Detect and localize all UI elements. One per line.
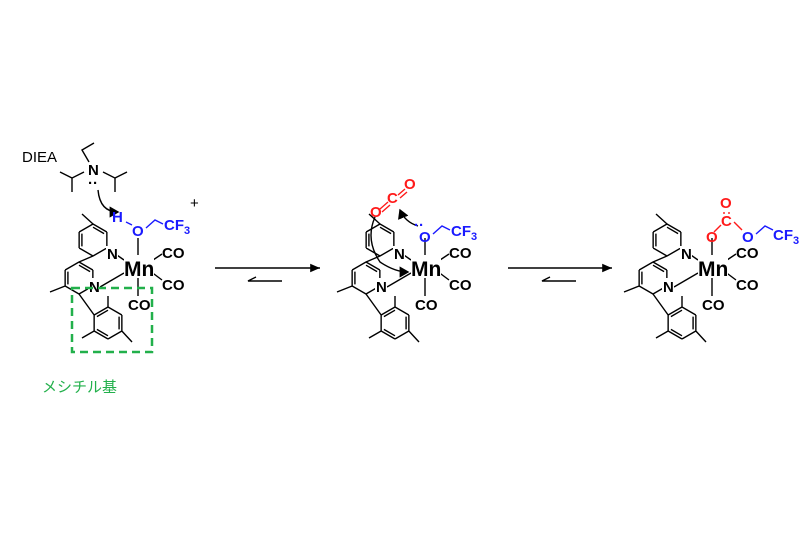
alkoxide-oxygen: O: [419, 229, 431, 246]
carbonyl-ligand-1: CO: [162, 245, 185, 262]
pyridine-nitrogen-lower: N: [376, 279, 387, 296]
lone-pair: ··: [88, 175, 98, 192]
co2-oxygen-1: O: [370, 204, 382, 221]
mesityl-highlight-box: [70, 286, 154, 354]
mesityl-label: メシチル基: [42, 378, 117, 396]
carbonate-group: O C O O CF3: [706, 195, 799, 247]
manganese-center: Mn: [411, 258, 441, 281]
ligand-bonds: [623, 213, 737, 343]
carbonyl-ligand-3: CO: [702, 297, 725, 314]
pyridine-nitrogen-upper: N: [107, 246, 118, 263]
pyridine-nitrogen-upper: N: [681, 246, 692, 263]
diea-structure: N ··: [59, 142, 128, 218]
carbonate-carbon: C: [721, 213, 732, 230]
cf3-group-2: CF3: [451, 223, 477, 243]
pyridine-nitrogen-upper: N: [394, 246, 405, 263]
carbonate-oxygen-mn: O: [706, 229, 718, 246]
carbonate-oxygen-double: O: [720, 195, 732, 212]
cf3-group-3: CF3: [773, 227, 799, 247]
carbonyl-ligand-2: CO: [162, 277, 185, 294]
co2-molecule: O C O: [370, 176, 419, 278]
carbonyl-ligand-3: CO: [415, 297, 438, 314]
carbonyl-ligand-3: CO: [128, 297, 151, 314]
lone-pair-2: ··: [414, 217, 424, 234]
pyridine-nitrogen-lower: N: [89, 279, 100, 296]
carbonyl-ligand-1: CO: [736, 245, 759, 262]
manganese-center: Mn: [124, 258, 154, 281]
ligand-bonds: [336, 213, 450, 343]
manganese-center: Mn: [698, 258, 728, 281]
co2-oxygen-2: O: [404, 176, 416, 193]
pyridine-nitrogen-lower: N: [663, 279, 674, 296]
ester-oxygen: O: [742, 229, 754, 246]
curved-arrow-icon: [97, 189, 120, 218]
equilibrium-arrow-2: [508, 263, 612, 282]
diea-nitrogen: N: [88, 162, 99, 179]
co2-carbon: C: [387, 190, 398, 207]
hydroxyl-hydrogen: H: [112, 209, 123, 226]
equilibrium-arrow-1: [215, 263, 320, 282]
carbonyl-ligand-1: CO: [449, 245, 472, 262]
carbonyl-ligand-2: CO: [736, 277, 759, 294]
plus-sign: +: [190, 195, 199, 212]
cf3-group-1: CF3: [164, 217, 190, 237]
diea-label: DIEA: [22, 149, 57, 166]
carbonyl-ligand-2: CO: [449, 277, 472, 294]
alcohol-oxygen: O: [132, 223, 144, 240]
ligand-bonds: [49, 213, 163, 343]
